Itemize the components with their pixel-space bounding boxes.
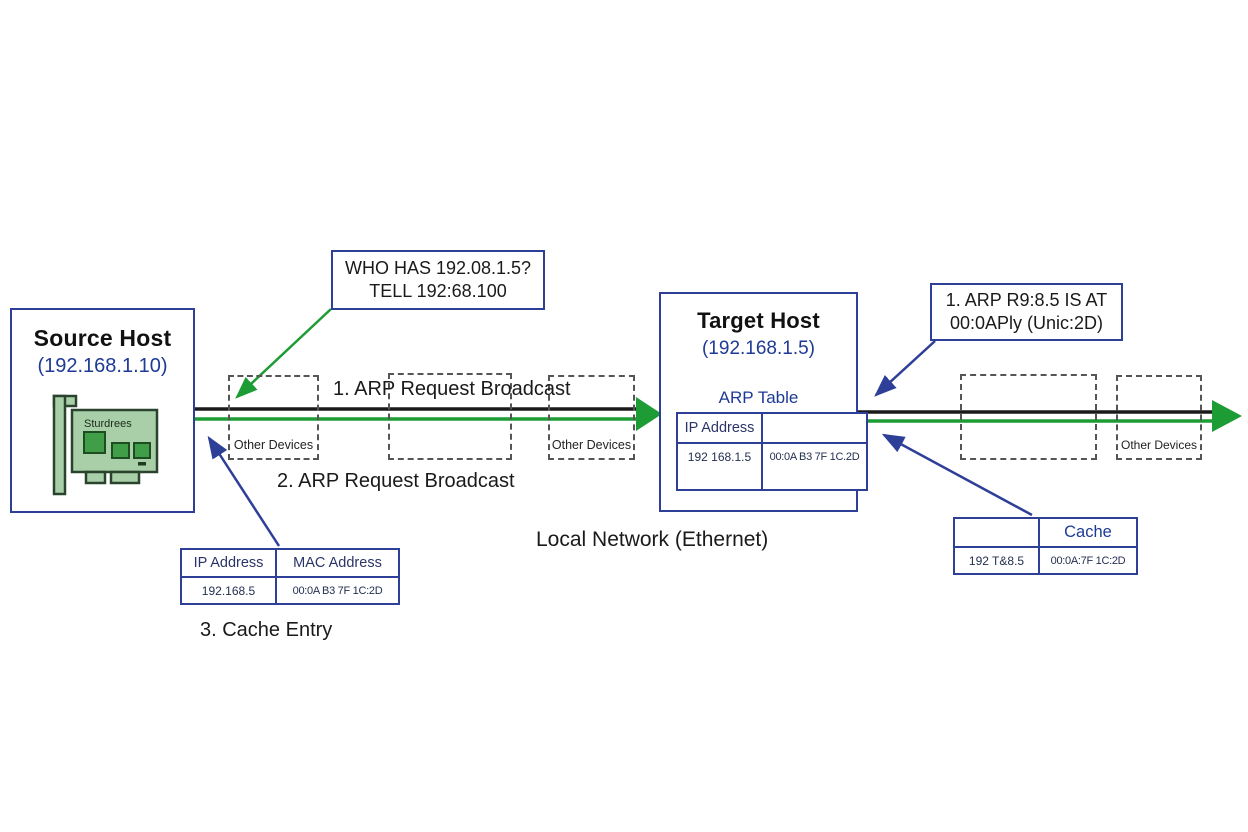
target-cache-table: Cache 192 T&8.5 00:0A:7F 1C:2D	[953, 517, 1138, 575]
request-bubble-arrow	[235, 308, 332, 399]
arp-table-header-mac	[761, 412, 868, 444]
target-cache-header-empty	[953, 517, 1040, 548]
nic-label: Sturdrees	[84, 418, 132, 430]
source-cache-table: IP Address MAC Address 192.168.5 00:0A B…	[180, 548, 400, 605]
local-network-label: Local Network (Ethernet)	[536, 528, 769, 551]
arp-request-broadcast-1-label: 1. ARP Request Broadcast	[333, 378, 571, 400]
other-devices-label: Other Devices	[233, 438, 314, 452]
arp-reply-line2: 00:0APly (Unic:2D)	[949, 313, 1104, 333]
source-host-box: Source Host (192.168.1.10) Sturdrees	[10, 308, 195, 513]
broadcast-arrowhead-left	[636, 397, 662, 431]
arp-request-bubble-line2: TELL 192:68.100	[369, 281, 507, 301]
arp-reply-line1: 1. ARP R9:8.5 IS AT	[945, 289, 1108, 310]
reply-box-arrow	[874, 340, 936, 397]
other-devices-box-center: Other Devices	[548, 375, 635, 460]
target-host-ip: (192.168.1.5)	[701, 338, 816, 359]
arp-table-title: ARP Table	[718, 388, 799, 407]
target-host-title: Target Host	[697, 308, 820, 333]
nic-card-icon: Sturdrees	[52, 394, 159, 496]
target-cache-ip-value: 192 T&8.5	[953, 546, 1040, 575]
source-host-title: Source Host	[33, 325, 172, 351]
cache-entry-arrow	[207, 435, 281, 547]
arp-reply-box: 1. ARP R9:8.5 IS AT 00:0APly (Unic:2D)	[930, 283, 1123, 341]
broadcast-arrowhead-right	[1212, 400, 1242, 432]
source-cache-mac-value: 00:0A B3 7F 1C:2D	[275, 576, 400, 605]
other-devices-label: Other Devices	[551, 438, 632, 452]
other-devices-box-right: Other Devices	[1116, 375, 1202, 460]
arp-request-bubble-line1: WHO HAS 192.08.1.5?	[344, 257, 532, 278]
source-host-ip: (192.168.1.10)	[37, 355, 168, 377]
source-cache-header-ip: IP Address	[180, 548, 277, 578]
cache-table-arrow	[881, 433, 1033, 517]
arp-request-broadcast-2-label: 2. ARP Request Broadcast	[277, 470, 515, 492]
other-devices-label: Other Devices	[1120, 438, 1198, 452]
arp-table-ip-value: 192 168.1.5	[676, 442, 763, 491]
target-host-box: Target Host (192.168.1.5) ARP Table IP A…	[659, 292, 868, 512]
arp-table-mac-value: 00:0A B3 7F 1C.2D	[761, 442, 868, 491]
source-cache-header-mac: MAC Address	[275, 548, 400, 578]
arp-table-header-ip: IP Address	[676, 412, 763, 444]
arp-request-bubble: WHO HAS 192.08.1.5? TELL 192:68.100	[331, 250, 545, 310]
arp-table: IP Address 192 168.1.5 00:0A B3 7F 1C.2D	[676, 412, 868, 491]
target-cache-header-cache: Cache	[1038, 517, 1138, 548]
device-placeholder-box-mid-right	[960, 374, 1097, 460]
cache-entry-label: 3. Cache Entry	[200, 619, 333, 641]
target-cache-mac-value: 00:0A:7F 1C:2D	[1038, 546, 1138, 575]
source-cache-ip-value: 192.168.5	[180, 576, 277, 605]
device-placeholder-box-mid-left	[388, 373, 512, 460]
other-devices-box-left: Other Devices	[228, 375, 319, 460]
